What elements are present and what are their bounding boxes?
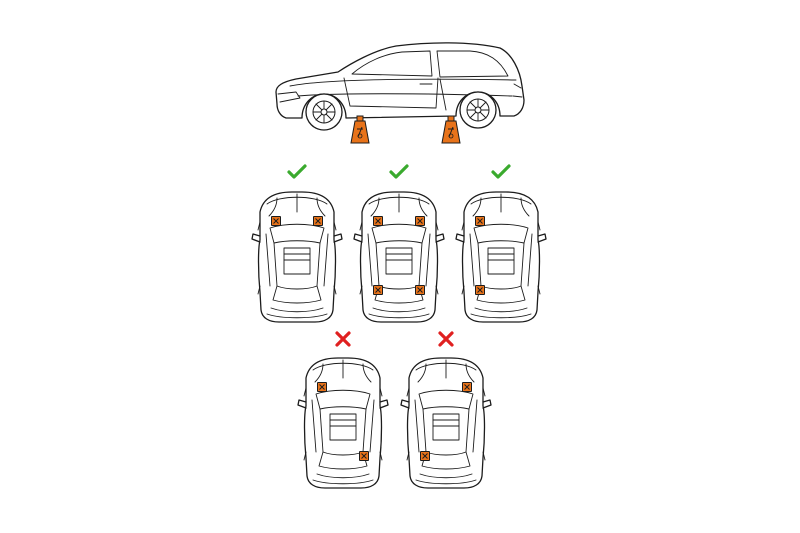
jack-stand-icon — [359, 451, 369, 461]
car-top-view-icon — [353, 191, 445, 323]
car-top-view-icon — [251, 191, 343, 323]
jack-stand-icon — [415, 216, 425, 226]
jack-stand-icon — [350, 115, 370, 144]
configuration-1-3 — [455, 164, 547, 323]
cross-icon — [335, 331, 351, 347]
side-view-car-icon — [275, 42, 525, 131]
jack-stand-icon — [475, 285, 485, 295]
jack-stand-icon — [420, 451, 430, 461]
jack-stand-icon — [462, 382, 472, 392]
jack-stand-icon — [271, 216, 281, 226]
jack-stand-icon — [415, 285, 425, 295]
checkmark-icon — [491, 164, 511, 179]
checkmark-icon — [287, 164, 307, 179]
side-view-jack-stands — [350, 115, 461, 144]
jack-stand-icon — [373, 216, 383, 226]
jack-stand-icon — [317, 382, 327, 392]
car-top-view-icon — [455, 191, 547, 323]
car-top-view-icon — [400, 357, 492, 489]
configuration-grid — [251, 164, 547, 489]
configuration-2-1 — [297, 331, 389, 489]
jack-stand-icon — [313, 216, 323, 226]
jack-stand-icon — [441, 115, 461, 144]
configuration-1-2 — [353, 164, 445, 323]
jack-stand-icon — [373, 285, 383, 295]
checkmark-icon — [389, 164, 409, 179]
cross-icon — [438, 331, 454, 347]
configuration-1-1 — [251, 164, 343, 323]
configuration-2-2 — [400, 331, 492, 489]
jack-stand-icon — [475, 216, 485, 226]
car-top-view-icon — [297, 357, 389, 489]
